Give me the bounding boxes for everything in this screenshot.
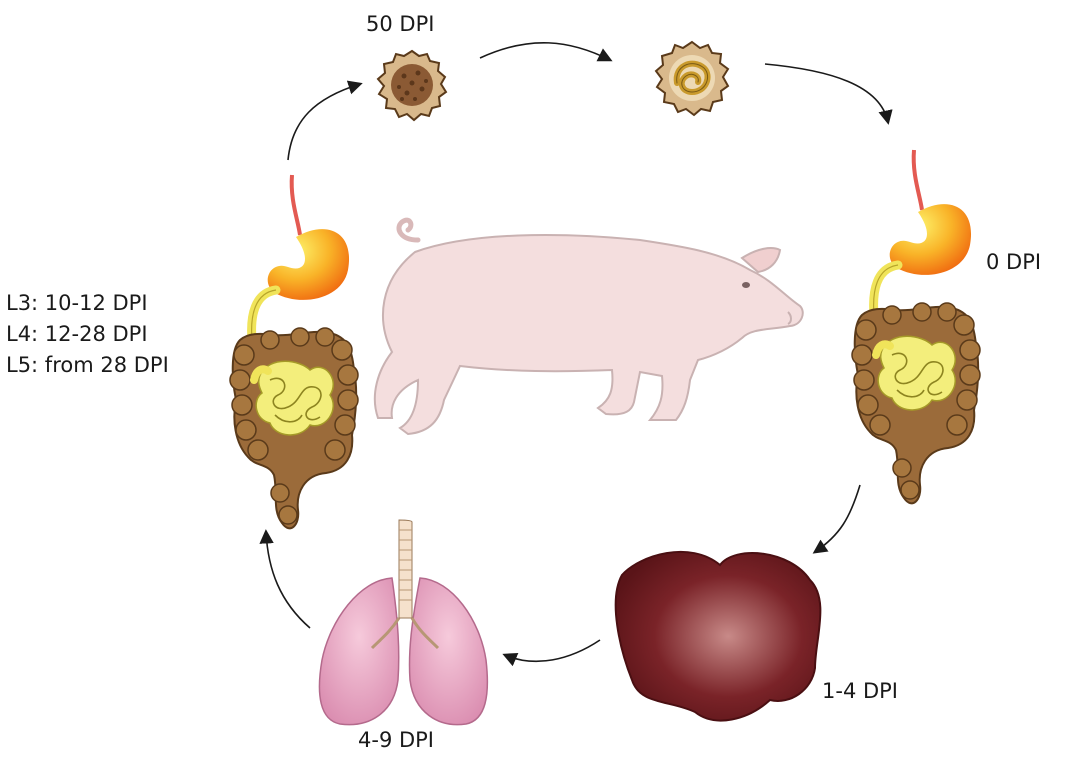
embryonated-egg-icon xyxy=(656,42,728,115)
stage-l3: L3: 10-12 DPI xyxy=(6,288,169,319)
arrow-liver-to-lung xyxy=(505,640,600,661)
arrow-intestine-to-egg xyxy=(288,84,360,160)
arrow-intestine-to-liver xyxy=(815,485,860,552)
left-intestine-icon xyxy=(230,175,358,528)
stage-l5: L5: from 28 DPI xyxy=(6,350,169,381)
stage-l4: L4: 12-28 DPI xyxy=(6,319,169,350)
lungs-icon xyxy=(319,520,487,725)
lung-dpi-label: 4-9 DPI xyxy=(358,730,434,751)
right-intestine-icon xyxy=(852,150,980,503)
arrow-embryonated-to-ingestion xyxy=(765,64,888,122)
egg-dpi-label: 50 DPI xyxy=(366,14,434,35)
liver-icon xyxy=(616,552,821,721)
arrow-egg-to-embryonated xyxy=(480,43,610,60)
ingestion-dpi-label: 0 DPI xyxy=(986,252,1041,273)
intestine-stage-list: L3: 10-12 DPI L4: 12-28 DPI L5: from 28 … xyxy=(6,288,169,381)
pig-icon xyxy=(375,220,803,434)
liver-dpi-label: 1-4 DPI xyxy=(822,681,898,702)
egg-icon xyxy=(378,51,446,120)
arrow-lung-to-intestine xyxy=(266,532,310,628)
